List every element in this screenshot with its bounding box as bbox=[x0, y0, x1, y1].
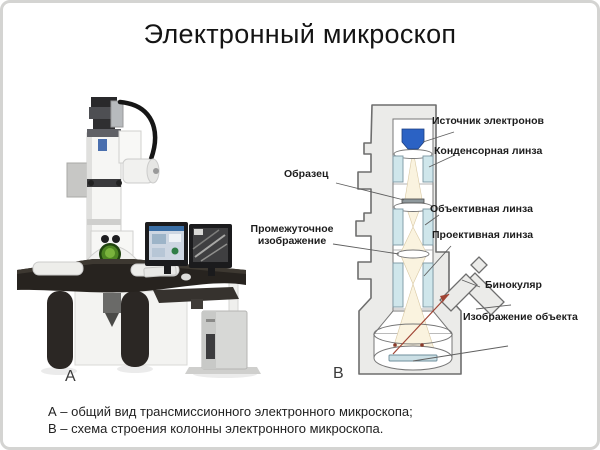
condenser-lens bbox=[392, 155, 404, 183]
eyepiece bbox=[112, 235, 120, 243]
label-binocular: Бинокуляр bbox=[485, 279, 542, 291]
binocular-port bbox=[439, 256, 505, 316]
eyepiece bbox=[101, 235, 109, 243]
label-condenser-lens: Конденсорная линза bbox=[434, 145, 543, 157]
tem-photo-illustration bbox=[17, 97, 261, 378]
label-object-image: Изображение объекта bbox=[463, 311, 578, 323]
tem-photo bbox=[17, 97, 261, 378]
binocular-view-arrow bbox=[392, 293, 450, 355]
specimen bbox=[401, 198, 425, 204]
objective-lens bbox=[392, 208, 404, 246]
cable bbox=[117, 99, 158, 162]
label-intermediate-image: Промежуточное изображение bbox=[250, 223, 334, 247]
lenses bbox=[392, 149, 434, 308]
pc-tower bbox=[185, 310, 261, 374]
monitor-left bbox=[145, 222, 188, 274]
figure-letter-b: В bbox=[333, 365, 344, 382]
label-objective-lens: Объективная линза bbox=[430, 203, 533, 215]
intermediate-image-plane bbox=[396, 249, 430, 259]
keyboard bbox=[143, 265, 177, 278]
figure-letter-a: А bbox=[65, 368, 76, 385]
label-projection-lens: Проективная линза bbox=[432, 229, 534, 241]
microscope-column bbox=[66, 97, 160, 266]
projection-chamber bbox=[373, 323, 453, 371]
electron-source bbox=[401, 128, 425, 150]
caption-line-2: В – схема строения колонны электронного … bbox=[48, 421, 384, 436]
callout-lines bbox=[332, 131, 512, 362]
slide-title: Электронный микроскоп bbox=[143, 19, 457, 49]
label-specimen: Образец bbox=[284, 168, 329, 180]
projection-lens bbox=[392, 262, 404, 308]
label-electron-source: Источник электронов bbox=[432, 115, 544, 127]
mouse bbox=[181, 273, 191, 281]
monitor-right bbox=[189, 224, 232, 276]
caption-line-1: А – общий вид трансмиссионного электронн… bbox=[48, 404, 413, 419]
tem-column-diagram bbox=[332, 104, 512, 375]
